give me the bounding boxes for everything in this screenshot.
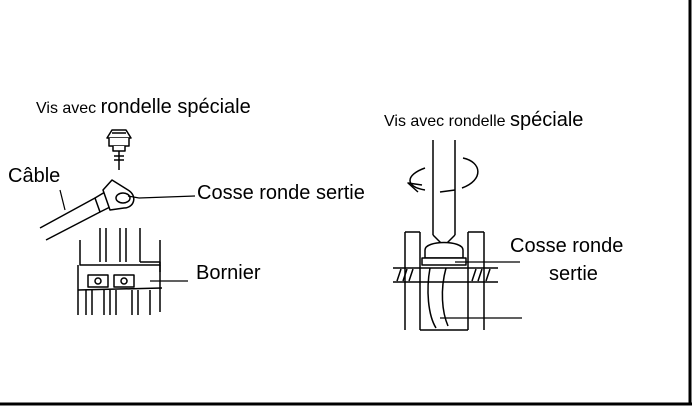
terminal-block-label: Bornier xyxy=(196,262,261,284)
cable-leader-line xyxy=(59,189,66,211)
left-assembly-drawing xyxy=(39,129,196,315)
lug-leader-line xyxy=(138,195,196,199)
cable-section-icon xyxy=(427,267,449,329)
right-title-prefix: Vis avec rondelle xyxy=(384,113,510,130)
right-title: Vis avec rondelle spéciale xyxy=(384,110,583,130)
left-title-suffix: rondelle spéciale xyxy=(100,96,251,118)
cable-label: Câble xyxy=(8,165,61,187)
right-title-suffix: spéciale xyxy=(510,109,584,131)
right-assembly-drawing xyxy=(393,140,522,331)
screw-icon xyxy=(106,129,132,170)
left-title: Vis avec rondelle spéciale xyxy=(36,97,251,117)
left-title-prefix: Vis avec xyxy=(36,100,101,117)
right-lug-label-line2: sertie xyxy=(549,263,598,285)
screw-with-washer-icon xyxy=(421,241,467,266)
ring-lug-icon xyxy=(102,179,140,211)
rotation-arrow-icon xyxy=(407,157,479,193)
right-lug-label-line1: Cosse ronde xyxy=(510,235,624,257)
lug-label: Cosse ronde sertie xyxy=(197,182,365,204)
terminal-block-icon xyxy=(77,228,163,315)
cable-icon xyxy=(39,191,113,241)
